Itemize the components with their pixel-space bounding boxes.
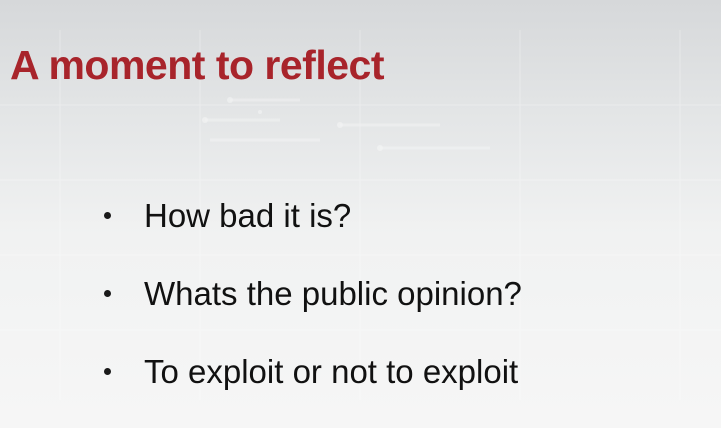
bullet-text: How bad it is? — [144, 197, 352, 234]
bullet-list: How bad it is? Whats the public opinion?… — [100, 196, 522, 428]
bullet-item: To exploit or not to exploit — [100, 352, 522, 428]
bullet-text: Whats the public opinion? — [144, 275, 522, 312]
bullet-dot-icon — [104, 212, 111, 219]
bullet-dot-icon — [104, 290, 111, 297]
bullet-item: How bad it is? — [100, 196, 522, 274]
bullet-dot-icon — [104, 368, 111, 375]
bullet-item: Whats the public opinion? — [100, 274, 522, 352]
slide-title: A moment to reflect — [10, 42, 384, 88]
bullet-text: To exploit or not to exploit — [144, 353, 519, 390]
